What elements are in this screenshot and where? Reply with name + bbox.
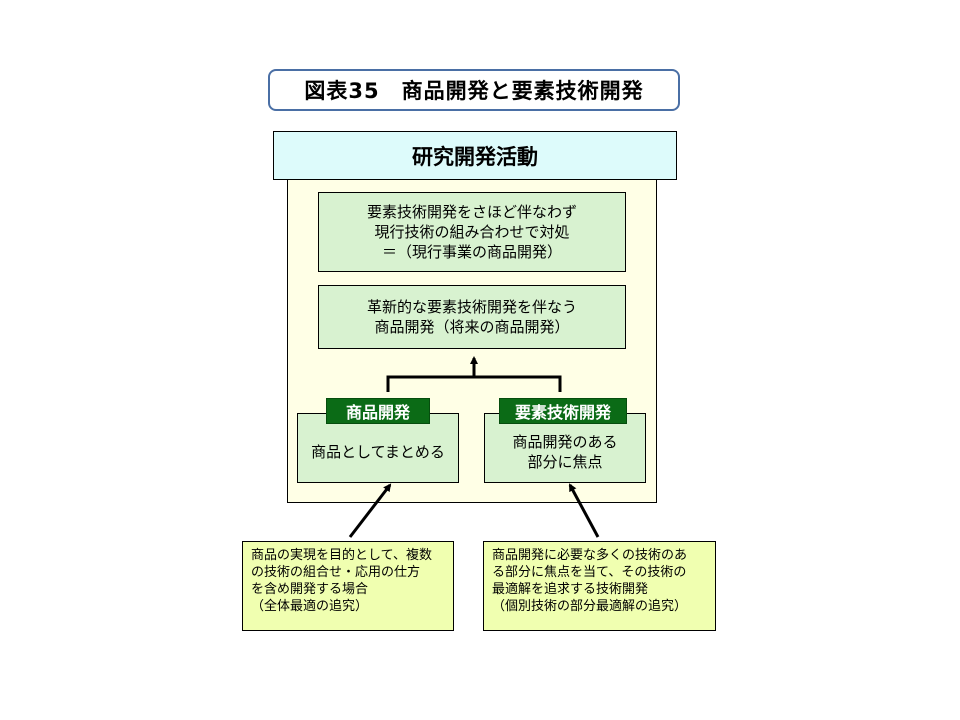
element-tech-dev-box: 商品開発のある 部分に焦点 <box>484 413 646 483</box>
current-product-dev-line: 現行技術の組み合わせで対処 <box>374 223 570 241</box>
current-product-dev-box: 要素技術開発をさほど伴なわず 現行技術の組み合わせで対処 ＝（現行事業の商品開発… <box>318 192 626 272</box>
product-dev-line: 商品としてまとめる <box>311 443 445 461</box>
element-tech-dev-note-line: る部分に焦点を当て、その技術の <box>492 565 687 580</box>
element-tech-dev-note-line: （個別技術の部分最適解の追究） <box>492 599 688 614</box>
element-tech-dev-line: 商品開発のある <box>512 433 618 451</box>
current-product-dev-line: ＝（現行事業の商品開発） <box>381 243 562 261</box>
future-product-dev-line: 商品開発（将来の商品開発） <box>374 318 570 336</box>
product-dev-note-line: を含め開発する場合 <box>251 582 369 597</box>
element-tech-dev-note-line: 商品開発に必要な多くの技術のあ <box>492 548 688 563</box>
element-tech-dev-tag: 要素技術開発 <box>499 398 627 424</box>
rd-activity-header: 研究開発活動 <box>273 131 677 180</box>
future-product-dev-line: 革新的な要素技術開発を伴なう <box>366 298 577 316</box>
element-tech-dev-line: 部分に焦点 <box>527 453 603 471</box>
right-note-arrow <box>568 483 600 538</box>
product-dev-tag: 商品開発 <box>326 398 430 424</box>
product-dev-note: 商品の実現を目的として、複数 の技術の組合せ・応用の仕方 を含め開発する場合 （… <box>242 541 454 631</box>
merge-bracket <box>386 375 562 392</box>
left-note-arrow <box>348 483 392 538</box>
product-dev-note-line: （全体最適の追究） <box>251 599 369 614</box>
figure-title: 図表35 商品開発と要素技術開発 <box>268 69 680 111</box>
product-dev-note-line: 商品の実現を目的として、複数 <box>251 548 432 563</box>
future-product-dev-box: 革新的な要素技術開発を伴なう 商品開発（将来の商品開発） <box>318 285 626 349</box>
current-product-dev-line: 要素技術開発をさほど伴なわず <box>366 203 577 221</box>
element-tech-dev-note-line: 最適解を追求する技術開発 <box>492 582 649 597</box>
product-dev-box: 商品としてまとめる <box>297 413 459 483</box>
element-tech-dev-note: 商品開発に必要な多くの技術のあ る部分に焦点を当て、その技術の 最適解を追求する… <box>483 541 716 631</box>
product-dev-note-line: の技術の組合せ・応用の仕方 <box>251 565 421 580</box>
